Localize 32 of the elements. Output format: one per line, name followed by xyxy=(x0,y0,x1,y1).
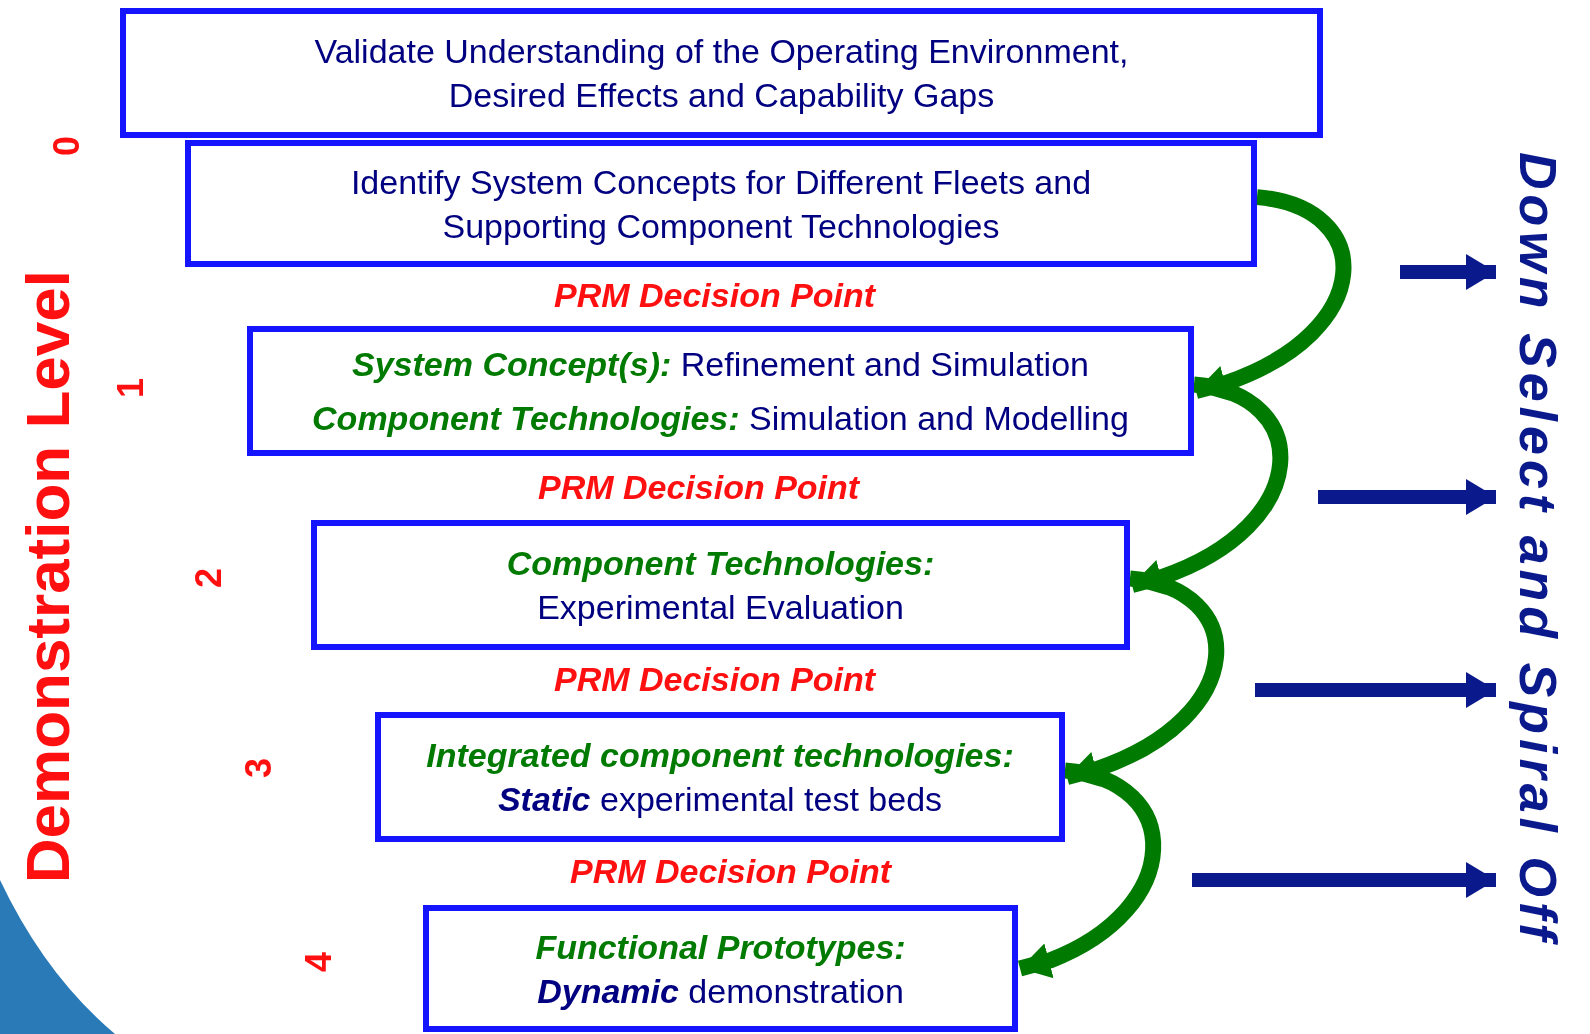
box-text: Static experimental test beds xyxy=(497,779,943,820)
box-text: Validate Understanding of the Operating Environment, Desired Effects and Capability Gaps xyxy=(313,31,1130,116)
level-number: 4 xyxy=(298,952,340,973)
curved-arrow xyxy=(1017,762,1162,979)
box-heading: Functional Prototypes: xyxy=(535,926,906,968)
level-number: 0 xyxy=(46,136,88,157)
process-box xyxy=(120,8,1323,138)
process-box xyxy=(185,140,1257,267)
box-text: Identify System Concepts for Different Fleets and Supporting Component Technologies xyxy=(349,161,1093,247)
axis-title: Demonstration Level xyxy=(12,270,83,884)
decision-label: PRM Decision Point xyxy=(538,468,860,507)
process-box xyxy=(247,326,1194,456)
box-heading: Component Technologies: xyxy=(506,543,935,584)
decision-label: PRM Decision Point xyxy=(554,276,876,315)
side-title: Down Select and Spiral Off xyxy=(1500,146,1580,962)
box-text: Dynamic demonstration xyxy=(537,970,904,1012)
arrow xyxy=(1318,479,1496,515)
decision-label: PRM Decision Point xyxy=(570,852,892,891)
arrow xyxy=(1255,672,1496,708)
box-text: Component Technologies: Simulation and Modelling xyxy=(312,398,1129,439)
level-number: 1 xyxy=(110,378,152,399)
level-number: 2 xyxy=(188,568,230,589)
box-text: System Concept(s): Refinement and Simulation xyxy=(352,344,1089,385)
process-box xyxy=(311,520,1130,650)
process-box xyxy=(375,712,1065,842)
arrow xyxy=(1400,254,1496,290)
box-text: Experimental Evaluation xyxy=(537,587,904,628)
decision-label: PRM Decision Point xyxy=(554,660,876,699)
arrow xyxy=(1192,862,1496,898)
process-box xyxy=(423,905,1018,1032)
box-heading: Integrated component technologies: xyxy=(426,735,1014,776)
level-number: 3 xyxy=(238,758,280,779)
